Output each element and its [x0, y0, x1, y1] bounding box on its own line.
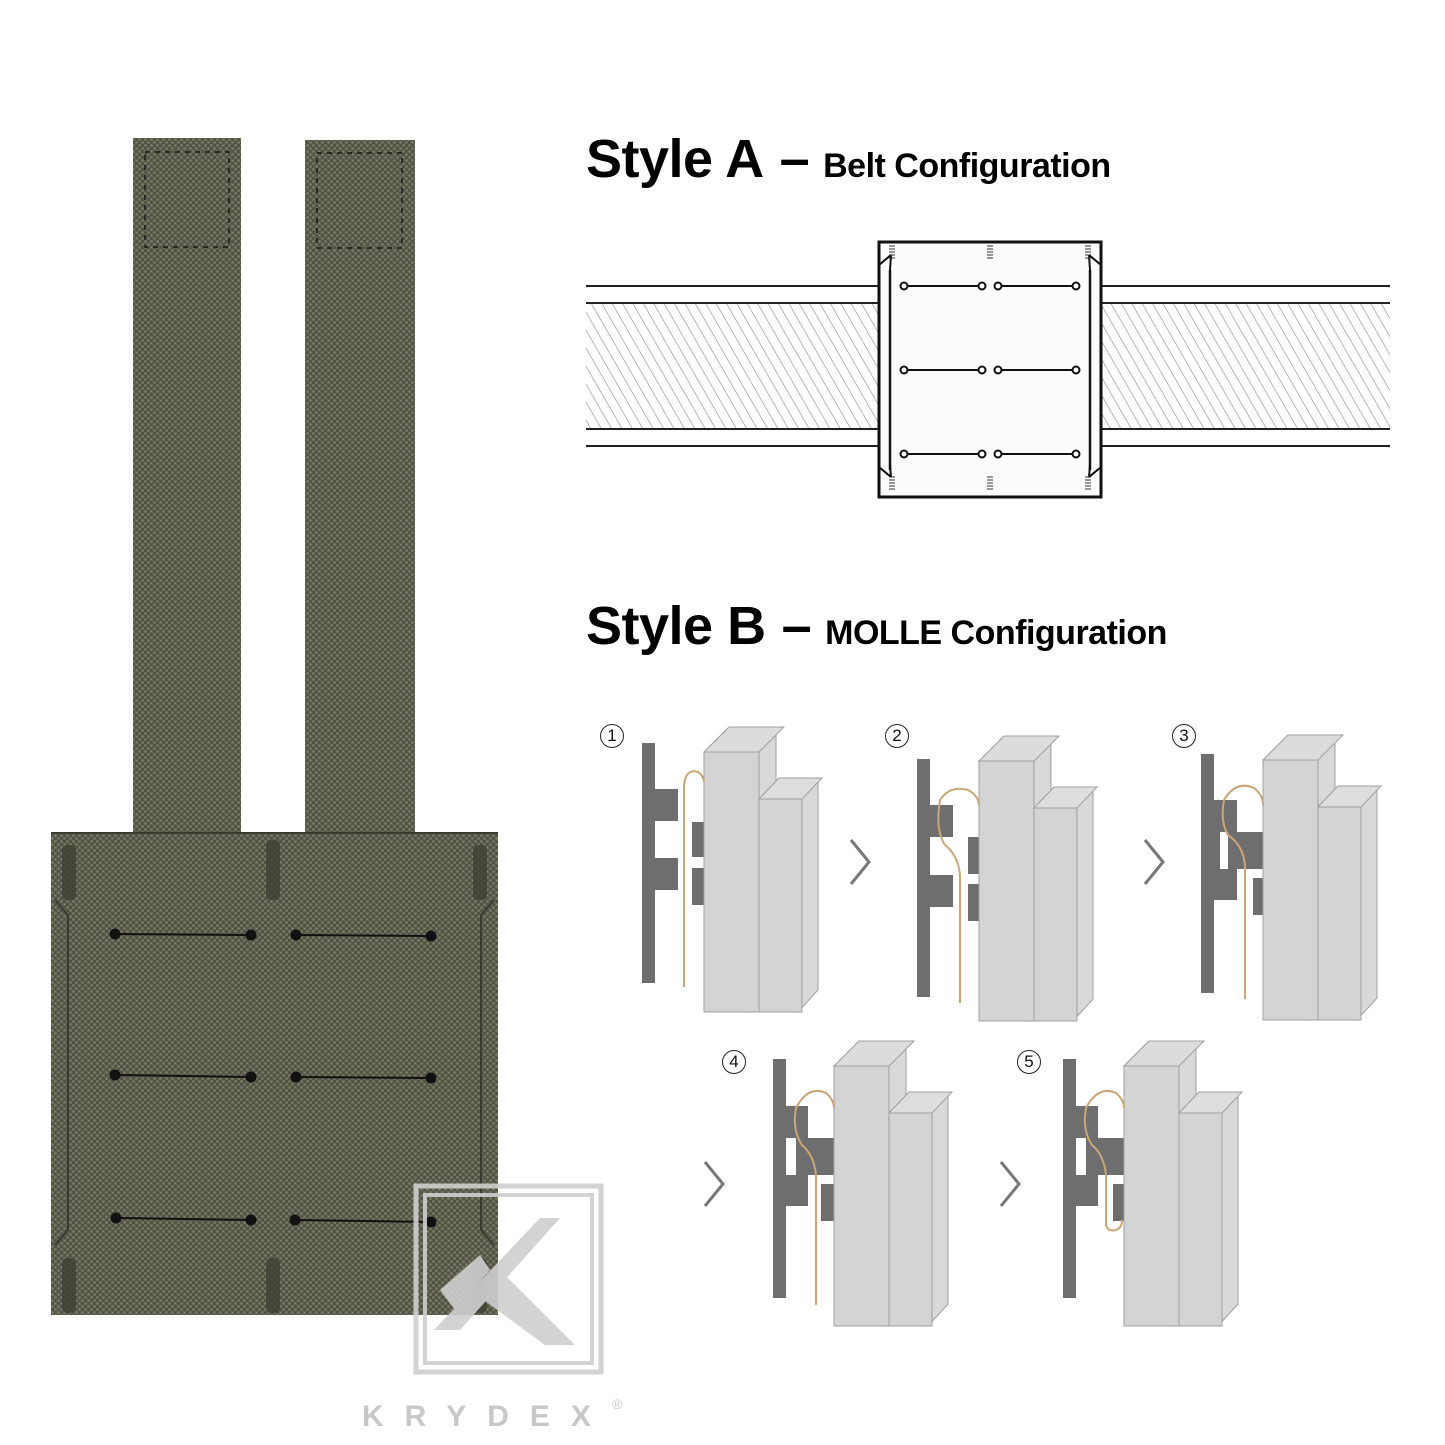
step-1-illustration [642, 726, 823, 1013]
step-5-illustration [1063, 1040, 1243, 1327]
step-arrow-3 [703, 1160, 725, 1208]
step-4-number: 4 [722, 1050, 746, 1074]
style-b-subtitle: MOLLE Configuration [825, 614, 1167, 652]
belt-diagram-slots [899, 281, 1081, 459]
step-arrow-4 [999, 1160, 1021, 1208]
strap-left [133, 138, 241, 838]
brand-wordmark: KRYDEX® [362, 1396, 622, 1434]
brand-name: KRYDEX [362, 1400, 612, 1433]
step-3-illustration [1201, 734, 1382, 1021]
style-a-label: Style A [586, 129, 764, 189]
krydex-logo-watermark [413, 1183, 604, 1375]
style-a-dash: – [779, 129, 810, 189]
style-b-dash: – [781, 596, 812, 656]
step-5-number: 5 [1017, 1050, 1041, 1074]
registered-mark: ® [611, 1396, 623, 1412]
step-3-number: 3 [1172, 724, 1196, 748]
style-a-subtitle: Belt Configuration [823, 147, 1111, 185]
style-b-label: Style B [586, 596, 766, 656]
strap-right [305, 140, 415, 838]
stitch-marks [889, 245, 1091, 490]
step-2-number: 2 [885, 724, 909, 748]
step-4-illustration [773, 1040, 953, 1327]
style-a-heading: Style A–Belt Configuration [586, 128, 1111, 190]
step-arrow-2 [1143, 838, 1165, 886]
step-2-illustration [917, 735, 1098, 1022]
style-b-heading: Style B–MOLLE Configuration [586, 595, 1167, 657]
step-arrow-1 [849, 838, 871, 886]
step-1-number: 1 [600, 724, 624, 748]
